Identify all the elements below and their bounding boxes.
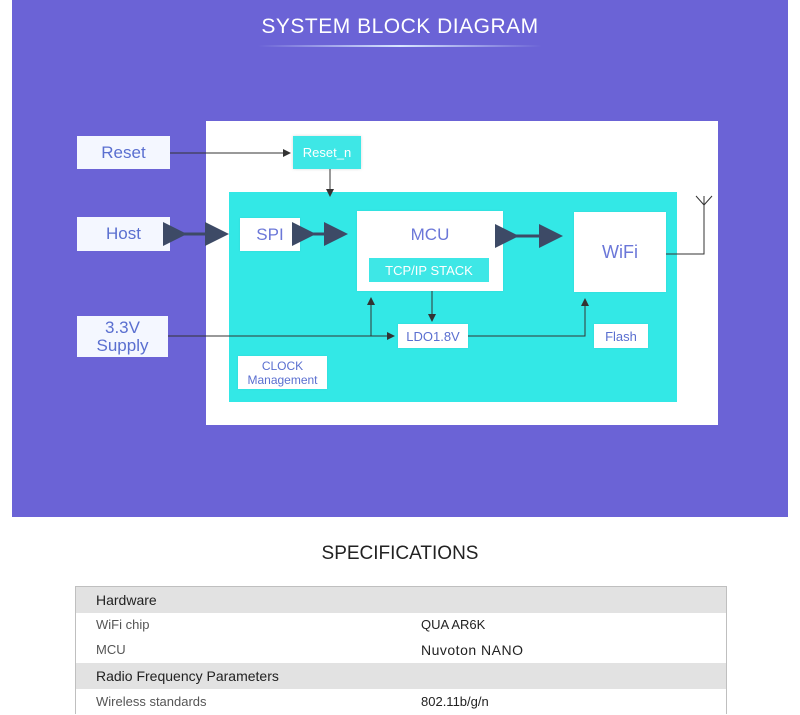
ldo-block: LDO1.8V (398, 324, 468, 348)
flash-label: Flash (605, 328, 637, 344)
banner-title: SYSTEM BLOCK DIAGRAM (261, 15, 539, 38)
wifi-block: WiFi (574, 212, 666, 292)
specifications-title: SPECIFICATIONS (321, 543, 479, 564)
clock-label-line1: CLOCK (261, 358, 304, 373)
specifications-table: Hardware WiFi chip QUA AR6K MCU Nuvoton … (75, 586, 727, 714)
clock-management-block: CLOCK Management (238, 356, 327, 389)
spec-value: Nuvoton NANO (421, 642, 524, 658)
mcu-label: MCU (410, 225, 450, 244)
spec-key: Wireless standards (96, 694, 207, 709)
spec-key: MCU (96, 642, 126, 657)
tcpip-stack-block: TCP/IP STACK (369, 258, 489, 282)
host-label: Host (106, 224, 141, 243)
tcpip-label: TCP/IP STACK (385, 262, 473, 278)
spec-section-label: Hardware (96, 592, 157, 608)
flash-block: Flash (594, 324, 648, 348)
spi-block: SPI (240, 218, 300, 251)
spec-value: 802.11b/g/n (421, 694, 489, 709)
spec-value: QUA AR6K (421, 617, 486, 632)
wifi-label: WiFi (602, 241, 638, 262)
antenna-icon (695, 195, 713, 206)
reset-n-block: Reset_n (293, 136, 361, 169)
spec-section-hardware: Hardware (76, 587, 726, 613)
ldo-wifi-connector (468, 298, 589, 337)
supply-input-box: 3.3V Supply (77, 316, 168, 357)
spec-key: WiFi chip (96, 617, 150, 632)
title-underline (258, 45, 542, 47)
spec-section-label: Radio Frequency Parameters (96, 668, 279, 684)
spi-label: SPI (256, 224, 284, 244)
supply-label-line1: 3.3V (105, 317, 140, 337)
ldo-label: LDO1.8V (406, 328, 460, 344)
supply-label-line2: Supply (96, 335, 149, 355)
reset-label: Reset (101, 142, 146, 162)
clock-label-line2: Management (247, 372, 318, 387)
spec-section-rf: Radio Frequency Parameters (76, 663, 726, 689)
table-row: Wireless standards 802.11b/g/n (76, 689, 726, 715)
reset-n-label: Reset_n (302, 145, 352, 160)
table-row: WiFi chip QUA AR6K (76, 613, 726, 637)
reset-input-box: Reset (77, 136, 170, 169)
table-row: MCU Nuvoton NANO (76, 637, 726, 663)
host-input-box: Host (77, 217, 170, 251)
wifi-antenna-connector (666, 205, 705, 255)
